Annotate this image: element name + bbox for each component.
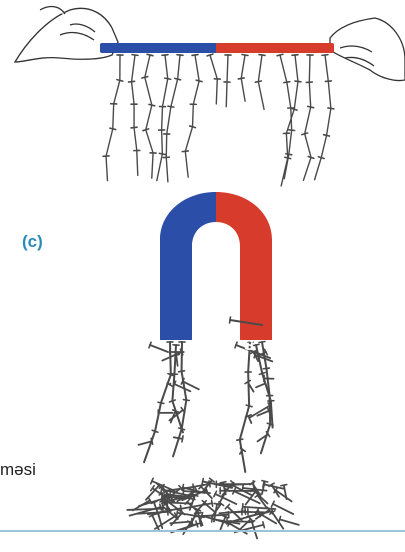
nail-icon [182, 371, 187, 400]
nail-icon [145, 55, 150, 77]
nail-icon [287, 82, 291, 108]
nail-icon [174, 384, 190, 391]
nail-icon [150, 345, 168, 352]
nail-icon [146, 130, 153, 153]
horseshoe-magnet-icon [160, 192, 272, 340]
nail-icon [325, 55, 328, 81]
nail-icon [185, 127, 192, 151]
nail-icon [315, 158, 322, 180]
nail-icon [309, 82, 310, 107]
nail-icon [256, 383, 265, 387]
nail-icon [280, 519, 299, 525]
left-hand-icon [15, 7, 118, 62]
nail-icon [305, 107, 311, 134]
nail-icon [241, 78, 245, 101]
nail-icon [258, 55, 262, 82]
bar-nail-chains [103, 54, 334, 186]
nail-icon [295, 55, 298, 81]
nail-icon [240, 440, 246, 472]
nail-icon [173, 429, 182, 456]
nail-icon [137, 151, 138, 176]
nail-icon [174, 437, 183, 439]
nail-icon [294, 81, 298, 109]
nail-icon [145, 77, 152, 105]
nail-icon [281, 158, 288, 186]
nail-icon [258, 82, 264, 110]
nail-icon [171, 79, 178, 107]
nail-icon [240, 406, 249, 440]
nail-icon [176, 355, 177, 366]
nail-icon [309, 55, 310, 82]
right-hand-icon [330, 18, 405, 81]
nail-icon [166, 157, 168, 181]
nail-icon [303, 157, 311, 180]
nail-icon [157, 154, 163, 181]
nail-icon [328, 81, 331, 108]
nail-icon [210, 55, 217, 79]
baseline-rule [0, 530, 405, 532]
nail-icon [226, 82, 227, 107]
nail-icon [182, 400, 187, 429]
nail-icon [327, 108, 331, 135]
nail-icon [193, 104, 194, 127]
nail-icon [114, 80, 120, 103]
nail-icon [144, 431, 155, 462]
nail-icon [305, 134, 311, 158]
nail-icon [113, 104, 114, 129]
nail-icon [106, 156, 107, 180]
nail-icon [162, 79, 167, 107]
nail-icon [161, 375, 171, 403]
nail-icon [162, 352, 181, 361]
nail-icon [106, 129, 113, 156]
side-text: məsi [0, 460, 36, 480]
nail-icon [241, 55, 245, 78]
bar-magnet-icon [100, 43, 334, 53]
nail-icon [167, 495, 168, 511]
nail-icon [280, 55, 287, 82]
nail-icon [134, 128, 137, 151]
nail-icon [165, 55, 168, 79]
nail-icon [185, 151, 188, 177]
nail-icon [132, 82, 135, 104]
nail-icon [162, 107, 163, 130]
nail-icon [127, 509, 163, 510]
panel-label-c: (c) [22, 232, 43, 252]
nail-icon [321, 135, 326, 157]
nail-icon [227, 55, 228, 82]
nail-icon [152, 153, 153, 178]
nail-icon [178, 55, 180, 79]
pole-label-s: S [244, 337, 254, 354]
nail-icon [226, 512, 248, 513]
nail-icon [216, 79, 217, 104]
nail-icon [195, 55, 199, 81]
nail-icon [170, 342, 171, 375]
nail-icon [132, 55, 135, 82]
nail-icon [193, 81, 199, 104]
nail-icon [167, 107, 171, 134]
nail-icon [174, 345, 176, 374]
nail-icon [155, 403, 161, 431]
nail-icon [146, 105, 152, 130]
nail-icon [248, 372, 249, 406]
nail-icon [162, 130, 163, 154]
